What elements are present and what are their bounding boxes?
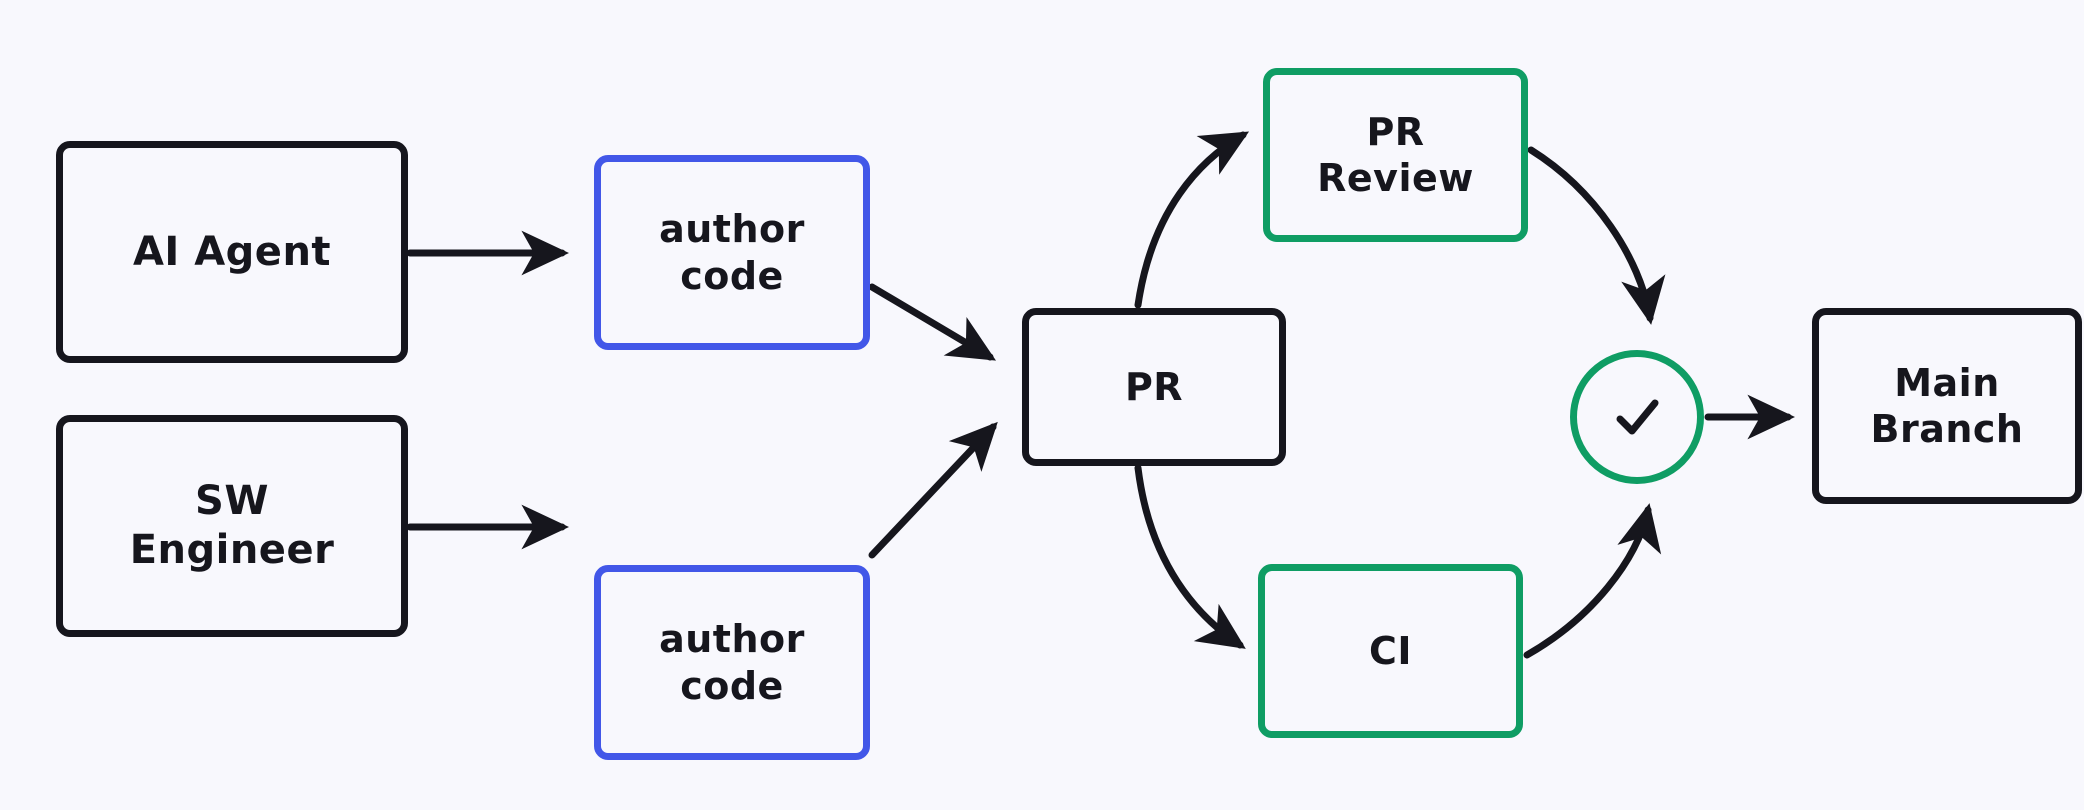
node-label-ai-agent: AI Agent — [132, 228, 332, 275]
node-label-sw-engineer: SW Engineer — [129, 478, 335, 573]
merge-check-node[interactable] — [1570, 350, 1704, 484]
node-label-author-code-bottom: author code — [659, 617, 805, 708]
node-label-author-code-top: author code — [659, 207, 805, 298]
node-author-code-top[interactable]: author code — [594, 155, 870, 350]
check-icon — [1616, 399, 1659, 435]
edge-pr-to-ci — [1134, 464, 1246, 649]
node-label-pr-review: PR Review — [1317, 109, 1474, 200]
node-main-branch[interactable]: Main Branch — [1812, 308, 2082, 504]
edge-pr-to-pr-review — [1134, 131, 1250, 309]
edge-author-code-top-to-pr — [868, 283, 997, 361]
edge-author-code-bottom-to-pr — [868, 421, 998, 559]
edge-pr-review-to-check — [1527, 146, 1666, 325]
node-label-pr: PR — [1124, 364, 1184, 409]
node-pr[interactable]: PR — [1022, 308, 1286, 466]
node-ai-agent[interactable]: AI Agent — [56, 141, 408, 363]
node-label-ci: CI — [1368, 628, 1413, 673]
node-pr-review[interactable]: PR Review — [1263, 68, 1528, 242]
edge-ci-to-check — [1523, 503, 1662, 659]
node-author-code-bottom[interactable]: author code — [594, 565, 870, 760]
node-ci[interactable]: CI — [1258, 564, 1523, 738]
node-label-main-branch: Main Branch — [1870, 360, 2024, 451]
node-sw-engineer[interactable]: SW Engineer — [56, 415, 408, 637]
